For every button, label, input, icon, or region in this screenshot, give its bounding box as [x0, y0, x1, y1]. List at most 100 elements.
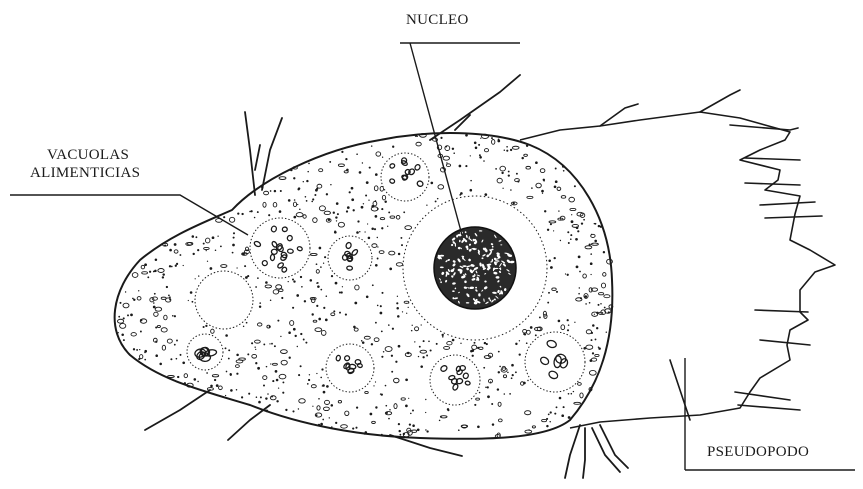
- granule: [296, 294, 299, 297]
- granule: [309, 374, 310, 375]
- granule: [217, 236, 218, 237]
- granule: [312, 198, 314, 200]
- granule: [300, 276, 302, 278]
- granule: [144, 359, 146, 361]
- granule: [591, 332, 593, 334]
- granule: [527, 380, 528, 381]
- granule: [574, 185, 576, 187]
- granule: [293, 177, 295, 179]
- granule: [272, 380, 274, 382]
- granule: [535, 147, 537, 149]
- granule: [255, 349, 256, 350]
- granule: [214, 379, 216, 381]
- pseudopodo-label: PSEUDOPODO: [707, 443, 809, 461]
- granule: [203, 243, 205, 245]
- granule: [412, 325, 413, 326]
- granule: [440, 137, 442, 139]
- granule: [316, 414, 318, 416]
- granule: [472, 355, 474, 357]
- granule: [594, 314, 595, 315]
- granule: [578, 293, 580, 295]
- granule: [254, 217, 256, 219]
- granule: [177, 376, 179, 378]
- granule: [568, 324, 570, 326]
- granule: [292, 410, 294, 412]
- granule: [119, 302, 121, 304]
- granule: [335, 282, 338, 285]
- granule: [510, 149, 512, 151]
- granule: [479, 154, 481, 156]
- granule: [254, 346, 255, 347]
- granule: [373, 385, 374, 386]
- granule: [193, 253, 195, 255]
- granule: [375, 173, 378, 176]
- granule: [176, 358, 178, 360]
- granule: [205, 325, 207, 327]
- granule: [263, 384, 265, 386]
- granule: [571, 214, 572, 215]
- granule: [422, 356, 424, 358]
- granule: [549, 421, 550, 422]
- granule: [329, 417, 330, 418]
- granule: [442, 334, 444, 336]
- granule: [559, 397, 562, 400]
- granule: [504, 150, 505, 151]
- granule: [548, 260, 551, 263]
- granule: [203, 326, 205, 328]
- granule: [355, 427, 357, 429]
- granule: [293, 216, 296, 219]
- granule: [568, 416, 571, 419]
- granule: [399, 434, 401, 436]
- granule: [136, 349, 138, 351]
- granule: [280, 336, 281, 337]
- granule: [375, 322, 377, 324]
- granule: [184, 382, 186, 384]
- granule: [330, 184, 331, 185]
- granule: [195, 236, 197, 238]
- granule: [369, 167, 371, 169]
- granule: [583, 347, 586, 350]
- granule: [544, 210, 546, 212]
- granule: [491, 137, 493, 139]
- granule: [316, 305, 318, 307]
- granule: [246, 322, 248, 324]
- granule: [354, 302, 357, 305]
- granule: [528, 429, 530, 431]
- granule: [571, 393, 573, 395]
- granule: [499, 366, 501, 368]
- granule: [399, 430, 401, 432]
- granule: [138, 358, 140, 360]
- granule: [159, 363, 162, 366]
- food-vacuole-membrane: [250, 218, 310, 278]
- granule: [230, 374, 232, 376]
- granule: [425, 429, 426, 430]
- granule: [279, 210, 282, 213]
- granule: [166, 286, 168, 288]
- granule: [265, 397, 267, 399]
- granule: [381, 393, 383, 395]
- granule: [511, 377, 513, 379]
- granule: [316, 373, 317, 374]
- granule: [139, 349, 140, 350]
- granule: [123, 317, 125, 319]
- granule: [407, 352, 410, 355]
- granule: [385, 385, 387, 387]
- granule: [483, 160, 485, 162]
- granule: [567, 274, 569, 276]
- granule: [301, 286, 303, 288]
- granule: [375, 201, 377, 203]
- granule: [573, 391, 574, 392]
- granule: [430, 349, 432, 351]
- granule: [277, 320, 279, 322]
- granule: [515, 371, 517, 373]
- granule: [225, 347, 227, 349]
- granule: [153, 306, 156, 309]
- granule: [333, 212, 335, 214]
- granule: [326, 193, 328, 195]
- granule: [351, 187, 354, 190]
- granule: [320, 266, 322, 268]
- food-vacuole: [250, 218, 310, 278]
- granule: [371, 228, 374, 231]
- granule: [315, 189, 318, 192]
- granule: [179, 254, 181, 256]
